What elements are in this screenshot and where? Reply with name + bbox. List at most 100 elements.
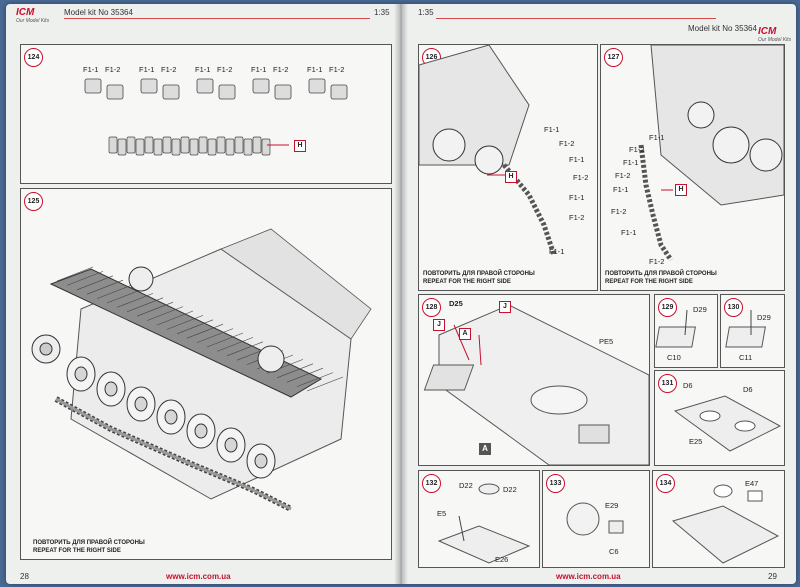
assembled-track-link bbox=[144, 136, 154, 154]
track-shoe-line bbox=[276, 363, 314, 379]
assembled-track-link bbox=[225, 138, 235, 156]
part-label: C6 bbox=[609, 547, 619, 556]
view-label-a: A bbox=[479, 443, 491, 455]
wheel-hub bbox=[104, 381, 118, 397]
step-number: 125 bbox=[24, 192, 43, 211]
part-label: D6 bbox=[683, 381, 693, 390]
assembled-track-link bbox=[153, 138, 163, 156]
scale-label: 1:35 bbox=[418, 8, 434, 17]
track-shoe-line bbox=[176, 319, 214, 335]
step-127-panel: 127 F1-1 F1-2 F1-1 F1-2 F1-1 F1-2 F1-1 F… bbox=[600, 44, 785, 291]
track-link-label: F1-2 bbox=[217, 65, 233, 74]
wheel-hub bbox=[194, 423, 208, 439]
part-tag-j: J bbox=[499, 301, 511, 313]
page-number: 28 bbox=[20, 572, 29, 581]
track-link bbox=[252, 78, 270, 94]
step-128-drawing bbox=[423, 304, 649, 465]
repeat-instruction: ПОВТОРИТЬ ДЛЯ ПРАВОЙ СТОРОНЫ REPEAT FOR … bbox=[33, 539, 145, 555]
track-shoe-line bbox=[186, 323, 224, 339]
track-links-drawing bbox=[84, 78, 348, 156]
track-link bbox=[308, 78, 326, 94]
brand-name: ICM bbox=[758, 26, 777, 37]
part-tag-j: J bbox=[433, 319, 445, 331]
assembled-track-link bbox=[108, 136, 118, 154]
part-label: F1-1 bbox=[621, 228, 637, 237]
step-number: 124 bbox=[24, 48, 43, 67]
step-128-panel: 128 D25 PE5 J J A A bbox=[418, 294, 650, 466]
icm-logo: ICM Our Model Kits bbox=[16, 7, 49, 24]
step-number: 127 bbox=[604, 48, 623, 67]
brand-tagline: Our Model Kits bbox=[16, 18, 50, 24]
wheel-hub bbox=[164, 409, 178, 425]
step-number: 128 bbox=[422, 298, 441, 317]
assembled-track-link bbox=[135, 138, 145, 156]
wheel-hub bbox=[134, 396, 148, 412]
kit-label: Model kit No 35364 bbox=[64, 8, 133, 17]
track-shoe-line bbox=[76, 275, 114, 291]
repeat-en: REPEAT FOR THE RIGHT SIDE bbox=[33, 548, 121, 554]
assembled-track-link bbox=[243, 138, 253, 156]
step-130-panel: 130 D29 C11 bbox=[720, 294, 785, 368]
brand-tagline: Our Model Kits bbox=[758, 37, 792, 43]
track-link-label: F1-1 bbox=[251, 65, 267, 74]
part-label: F1-2 bbox=[629, 145, 645, 154]
track-link bbox=[106, 84, 124, 100]
part-label: D22 bbox=[503, 485, 517, 494]
part-label: F1-1 bbox=[649, 133, 665, 142]
track-link bbox=[274, 84, 292, 100]
wheel-hub bbox=[74, 366, 88, 382]
track-link bbox=[140, 78, 158, 94]
part-label: F1-2 bbox=[649, 257, 665, 266]
track-shoe-line bbox=[166, 315, 204, 330]
part-label: F1-1 bbox=[569, 155, 585, 164]
website-url[interactable]: www.icm.com.ua bbox=[166, 572, 231, 581]
step-133-panel: 133 E29 C6 bbox=[542, 470, 650, 568]
step-134-panel: 134 E47 bbox=[652, 470, 785, 568]
part-label: D6 bbox=[743, 385, 753, 394]
step-number: 132 bbox=[422, 474, 441, 493]
track-link bbox=[196, 78, 214, 94]
part-label: D29 bbox=[757, 313, 771, 322]
website-url[interactable]: www.icm.com.ua bbox=[556, 572, 621, 581]
track-link-label: F1-1 bbox=[307, 65, 323, 74]
track-shoe-line bbox=[306, 376, 344, 392]
icm-logo: ICM Our Model Kits bbox=[758, 26, 791, 43]
part-label: F1-2 bbox=[573, 173, 589, 182]
step-126-panel: 126 F1-1 F1-2 F1-1 F1-2 F1-1 F1-2 F1-1 H… bbox=[418, 44, 598, 291]
assembled-track-link bbox=[189, 138, 199, 156]
track-shoe-line bbox=[206, 332, 244, 348]
part-label: E47 bbox=[745, 479, 759, 488]
step-number: 134 bbox=[656, 474, 675, 493]
assembled-track-link bbox=[198, 136, 208, 154]
repeat-ru: ПОВТОРИТЬ ДЛЯ ПРАВОЙ СТОРОНЫ bbox=[33, 540, 145, 546]
repeat-ru: ПОВТОРИТЬ ДЛЯ ПРАВОЙ СТОРОНЫ bbox=[423, 271, 535, 277]
part-label: F1-1 bbox=[569, 193, 585, 202]
header-rule bbox=[436, 18, 716, 19]
track-link bbox=[162, 84, 180, 100]
track-shoe-line bbox=[106, 288, 144, 304]
left-page: ICM Our Model Kits Model kit No 35364 1:… bbox=[6, 4, 398, 584]
step-number: 129 bbox=[658, 298, 677, 317]
assembled-track-link bbox=[234, 136, 244, 154]
assembled-track-link bbox=[180, 136, 190, 154]
part-label: D25 bbox=[449, 299, 463, 308]
part-tag-h: H bbox=[675, 184, 687, 196]
repeat-instruction: ПОВТОРИТЬ ДЛЯ ПРАВОЙ СТОРОНЫ REPEAT FOR … bbox=[423, 270, 535, 286]
part-label: E25 bbox=[689, 437, 703, 446]
track-shoe-line bbox=[86, 279, 124, 295]
part-label: D22 bbox=[459, 481, 473, 490]
wheel-hub bbox=[254, 453, 268, 469]
track-shoe-line bbox=[226, 341, 264, 357]
page-number: 29 bbox=[768, 572, 777, 581]
part-label: F1-2 bbox=[615, 171, 631, 180]
step-127-drawing bbox=[638, 45, 784, 262]
track-shoe-line bbox=[216, 337, 254, 352]
track-link bbox=[84, 78, 102, 94]
track-shoe-line bbox=[126, 297, 164, 313]
assembled-track-link bbox=[252, 136, 262, 154]
track-shoe-line bbox=[56, 266, 94, 282]
part-label: C10 bbox=[667, 353, 681, 362]
part-label: E5 bbox=[437, 509, 447, 518]
part-label: D29 bbox=[693, 305, 707, 314]
